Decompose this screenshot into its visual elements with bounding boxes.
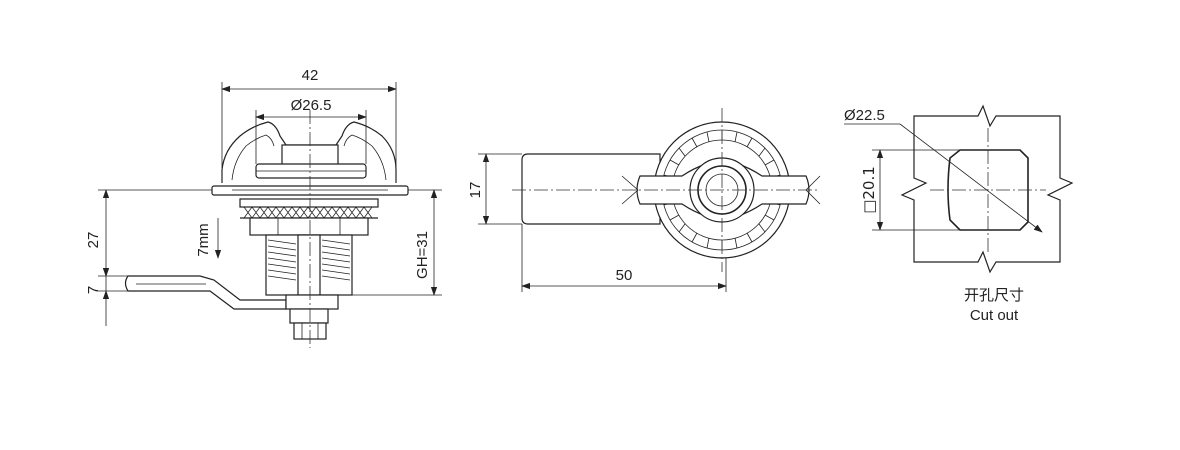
dim-grip-height: GH=31 [414,231,431,279]
dim-tongue-length: 50 [616,267,633,284]
cutout-label-chinese: 开孔尺寸 [964,286,1024,304]
dim-side-height: 17 [467,182,484,199]
dim-offset-7mm: 7mm [195,223,212,256]
dim-cutout-diameter: Ø22.5 [844,107,885,124]
dim-body-height: 27 [85,232,102,249]
cutout-view: Ø22.5 □20.1 开孔尺寸 Cut out [844,104,1074,324]
side-view: 17 50 [467,108,821,292]
dim-tongue-height: 7 [85,286,102,294]
cutout-label-english: Cut out [970,307,1019,324]
dim-width-overall: 42 [302,67,319,84]
dim-cutout-flat: □20.1 [860,166,878,214]
dim-head-diameter: Ø26.5 [291,97,332,114]
front-view: 42 Ø26.5 27 7 7mm GH=31 [85,67,442,348]
